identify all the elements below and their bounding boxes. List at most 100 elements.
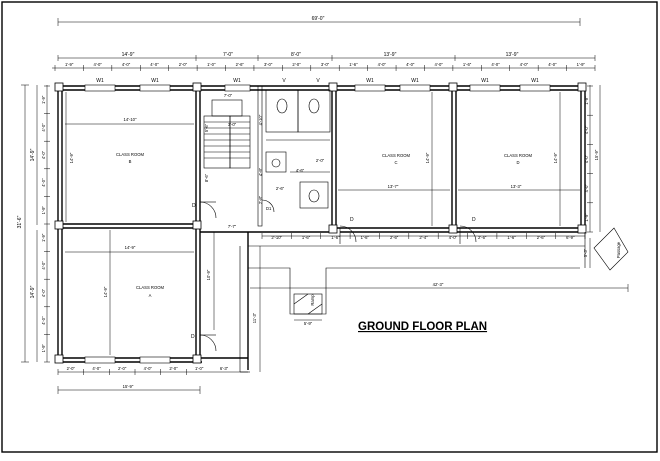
small-dimension-label: 2'-0" (67, 366, 76, 371)
small-dimension-label: 1'-6" (302, 235, 311, 240)
small-dimension-label: 2'-0" (292, 62, 301, 67)
small-dimension-label: 1'-6" (349, 62, 358, 67)
lobby-height-dim: 10'-9" (206, 269, 211, 280)
classroom-c-height: 14'-9" (425, 152, 430, 163)
small-dimension-label: 1'-6" (507, 235, 516, 240)
toilet-block (257, 85, 331, 227)
ramp-width-dim: 5'-9" (304, 321, 313, 326)
small-dimension-label: 4'-0" (584, 125, 589, 134)
classroom-d-width: 13'-3" (511, 184, 522, 189)
small-dimension-label: 4'-9" (258, 167, 263, 176)
passage-label: Passage (616, 241, 621, 258)
small-dimension-label: 1'-9" (65, 62, 74, 67)
small-dimension-label: 2'-0" (169, 366, 178, 371)
window-label: W1 (151, 78, 159, 84)
small-dimension-label: 2'-6" (537, 235, 546, 240)
small-dimension-label: 1'-9" (577, 62, 586, 67)
segment-1-label: 14'-9" (122, 52, 135, 58)
left-upper-dim-label: 14'-9" (30, 148, 36, 161)
small-dimension-label: 4'-0" (584, 184, 589, 193)
top-small-dimensions: 1'-9" 4'-0" 4'-0" 4'-0" 2'-0" 1'-0" 2'-6" 3'-0"… (54, 62, 596, 71)
outer-wall-top-right (58, 85, 586, 233)
small-dimension-label: 4'-0" (378, 62, 387, 67)
small-dimension-label: 3'-0" (264, 62, 273, 67)
ramp-label: Ramp (310, 294, 315, 306)
small-dimension-label: 4'-0" (122, 62, 131, 67)
classroom-b-height: 14'-9" (69, 152, 74, 163)
small-dimension-label: 2'-8" (258, 195, 263, 204)
classroom-d-height: 14'-9" (553, 152, 558, 163)
small-dimension-label: 2'-0" (179, 62, 188, 67)
window-label: W1 (411, 78, 419, 84)
verandah-outline (247, 246, 580, 315)
small-dimension-label: 2'-0" (316, 158, 325, 163)
door-label: D (191, 334, 195, 340)
door-label: D (192, 203, 196, 209)
bottom-end-dim: 6'-3" (220, 366, 229, 371)
small-dimension-label: 4'-0" (93, 62, 102, 67)
small-dimension-label: 4'-0" (406, 62, 415, 67)
stair-side-dim: 11'-3" (252, 312, 257, 323)
drawing-title: GROUND FLOOR PLAN (358, 321, 487, 333)
staircase (203, 99, 251, 169)
small-dimension-label: 3'-0" (321, 62, 330, 67)
small-dimension-label: 4'-0" (520, 62, 529, 67)
small-dimension-label: 8'-6" (204, 173, 209, 182)
corridor-dim: 7'-7" (228, 224, 237, 229)
small-dimension-label: 3'-0" (228, 122, 237, 127)
small-dimension-label: 4'-0" (41, 288, 46, 297)
side-passage (593, 227, 629, 271)
small-dimension-label: 5'-6" (204, 123, 209, 132)
right-small-dimensions: 1'-9"4'-0"4'-0"4'-0"1'-9" (584, 85, 593, 233)
window-label: W1 (366, 78, 374, 84)
small-dimension-label: 4'-0" (435, 62, 444, 67)
small-dimension-label: 1'-9" (41, 344, 46, 353)
right-drop-dim-label: 5'-3" (583, 248, 588, 257)
small-dimension-label: 4'-0" (144, 366, 153, 371)
small-dimension-label: 2'-6" (276, 186, 285, 191)
stair-top-dim: 7'-0" (224, 93, 233, 98)
door-label: D (350, 217, 354, 223)
small-dimension-label: 4'-0" (491, 62, 500, 67)
segment-2-label: 7'-0" (223, 52, 233, 58)
verandah-length-dim: 42'-3" (433, 282, 444, 287)
small-dimension-label: 4'-0" (548, 62, 557, 67)
front-ramp (293, 293, 323, 315)
small-dimension-label: 2'-6" (236, 62, 245, 67)
classroom-a-height: 14'-9" (103, 286, 108, 297)
sheet-border (1, 1, 658, 453)
classroom-b-width: 14'-10" (124, 117, 138, 122)
segment-5-label: 13'-9" (506, 52, 519, 58)
overall-width-label: 69'-0" (312, 16, 325, 22)
windows (84, 84, 551, 364)
small-dimension-label: 2'-4" (419, 235, 428, 240)
classroom-a-width: 14'-9" (125, 245, 136, 250)
classroom-c-letter: C (394, 160, 397, 165)
door-label: D (472, 217, 476, 223)
small-dimension-label: 2'-0" (118, 366, 127, 371)
bottom-small-dimensions: 2'-0"4'-0"2'-0"4'-0"2'-0"1'-0" (57, 366, 204, 375)
small-dimension-label: 1'-0" (207, 62, 216, 67)
small-dimension-label: 1'-6" (361, 235, 370, 240)
left-small-dimensions: 1'-9"4'-0"4'-0"4'-0"1'-9"1'-9"4'-0"4'-0"… (41, 85, 50, 363)
small-dimension-label: 4'-0" (41, 178, 46, 187)
classroom-d-letter: D (516, 160, 519, 165)
window-label: W1 (481, 78, 489, 84)
small-dimension-label: 4'-0" (92, 366, 101, 371)
small-dimension-label: 2'-6" (478, 235, 487, 240)
small-dimension-label: 1'-9" (41, 95, 46, 104)
classroom-a-letter: A (149, 293, 152, 298)
small-dimension-label: 4'-0" (41, 150, 46, 159)
small-dimension-label: 1'-6" (463, 62, 472, 67)
small-dimension-label: 4'-0" (41, 123, 46, 132)
classroom-c-width: 13'-7" (388, 184, 399, 189)
small-dimension-label: 4'-0" (150, 62, 159, 67)
classroom-c-name: CLASS ROOM (382, 153, 410, 158)
right-side-dim-label: 15'-9" (594, 149, 599, 160)
bottom-left-dim: 15'-9" (123, 384, 134, 389)
interior-dimensions: 3'-0"2'-0"5'-6"4'-10"4'-9"2'-6"2'-8"8'-6… (204, 114, 325, 204)
small-dimension-label: 1'-9" (584, 96, 589, 105)
small-dimension-label: 1'-6" (331, 235, 340, 240)
